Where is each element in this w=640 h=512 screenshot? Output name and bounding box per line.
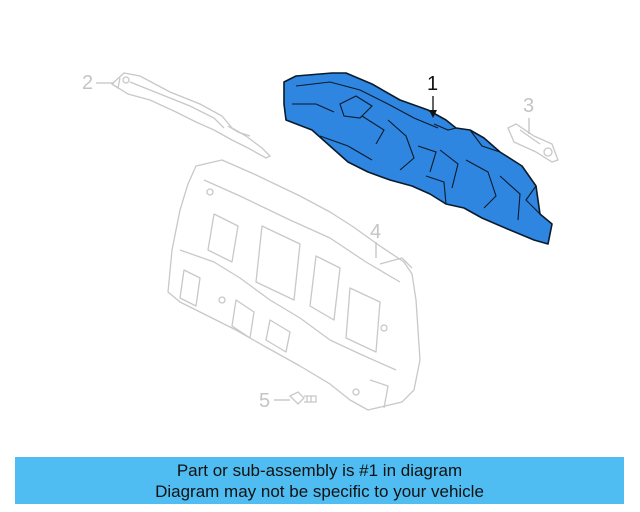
parts-diagram — [96, 72, 559, 411]
callout-3-label: 3 — [523, 95, 535, 117]
banner-line-1: Part or sub-assembly is #1 in diagram — [176, 461, 463, 480]
callout-1-label: 1 — [427, 73, 439, 95]
part-1-dash-insulator[interactable] — [283, 72, 553, 245]
part-5-bolt[interactable] — [288, 391, 317, 405]
part-4-dash-panel[interactable] — [167, 159, 421, 411]
callout-2-label: 2 — [82, 72, 94, 94]
callout-4-label: 4 — [370, 221, 382, 243]
info-banner: Part or sub-assembly is #1 in diagram Di… — [15, 457, 624, 504]
part-3-clip[interactable] — [507, 123, 559, 163]
banner-line-2: Diagram may not be specific to your vehi… — [155, 482, 484, 501]
callout-1-arrow — [429, 96, 437, 118]
part-2-bracket[interactable] — [110, 72, 272, 159]
callout-5-label: 5 — [259, 390, 271, 412]
